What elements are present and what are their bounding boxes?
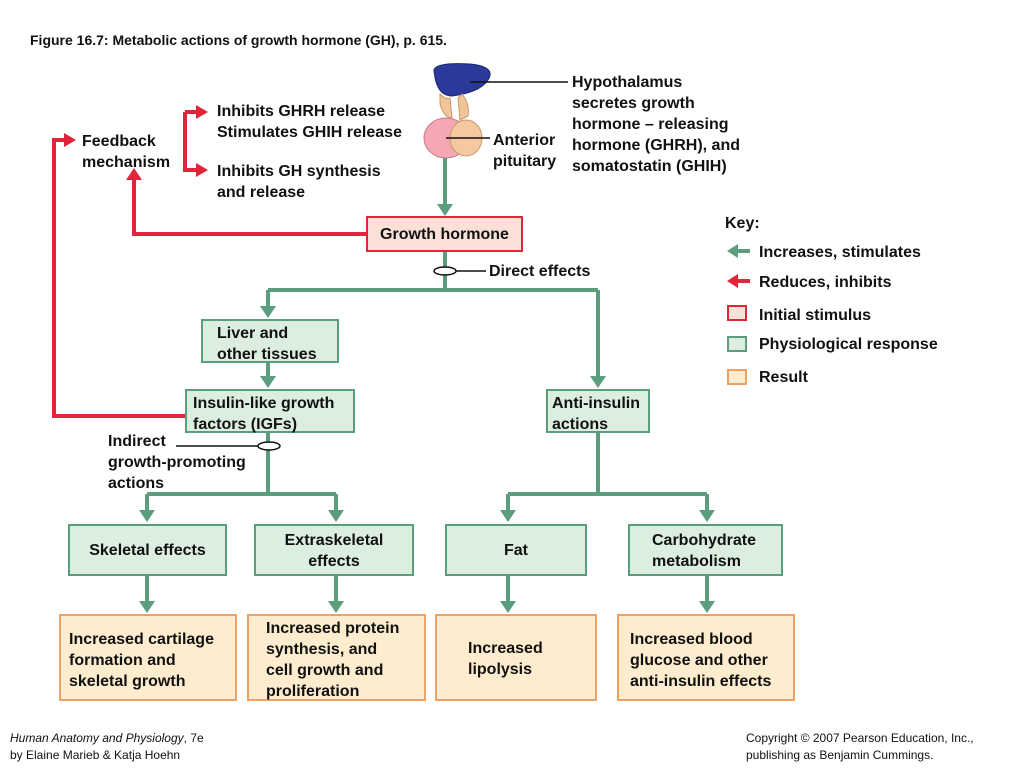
- growth-hormone-box: Growth hormone: [366, 216, 523, 252]
- key-increases-label: Increases, stimulates: [759, 244, 921, 261]
- inhibits-gh-label: Inhibits GH synthesis and release: [217, 163, 381, 201]
- glucose-result-box: Increased blood glucose and other anti-i…: [617, 614, 795, 701]
- indirect-actions-label: Indirect growth-promoting actions: [108, 433, 246, 492]
- protein-result-box: Increased protein synthesis, and cell gr…: [247, 614, 426, 701]
- hypothalamus-label: Hypothalamus secretes growth hormone – r…: [572, 74, 740, 175]
- figure-title: Figure 16.7: Metabolic actions of growth…: [30, 32, 447, 48]
- lipolysis-result-box: Increased lipolysis: [435, 614, 597, 701]
- anti-insulin-box: Anti-insulin actions: [546, 389, 650, 433]
- key-initial-label: Initial stimulus: [759, 307, 872, 324]
- footer-book: Human Anatomy and Physiology, 7e by Elai…: [10, 730, 204, 764]
- key-result-label: Result: [759, 369, 808, 386]
- footer-copyright: Copyright © 2007 Pearson Education, Inc.…: [746, 731, 974, 762]
- footer-edition: , 7e: [183, 731, 204, 745]
- pituitary-illustration: [423, 63, 491, 159]
- extraskeletal-effects-box: Extraskeletal effects: [254, 524, 414, 576]
- skeletal-effects-box: Skeletal effects: [68, 524, 227, 576]
- footer-book-title: Human Anatomy and Physiology: [10, 731, 184, 745]
- footer-authors: by Elaine Marieb & Katja Hoehn: [10, 748, 181, 762]
- inhibits-ghrh-label: Inhibits GHRH release Stimulates GHIH re…: [217, 103, 402, 141]
- feedback-label: Feedback mechanism: [82, 133, 171, 171]
- igfs-box: Insulin-like growth factors (IGFs): [185, 389, 355, 433]
- key-initial-swatch: [727, 305, 747, 321]
- fat-box: Fat: [445, 524, 587, 576]
- key-physiological-label: Physiological response: [759, 336, 938, 353]
- liver-box: Liver and other tissues: [201, 319, 339, 363]
- key-reduces-label: Reduces, inhibits: [759, 274, 892, 291]
- cartilage-result-box: Increased cartilage formation and skelet…: [59, 614, 237, 701]
- key-physiological-swatch: [727, 336, 747, 352]
- direct-effects-label: Direct effects: [489, 263, 591, 280]
- key-title: Key:: [725, 215, 760, 232]
- anterior-pituitary-label: Anterior pituitary: [493, 132, 557, 170]
- key-result-swatch: [727, 369, 747, 385]
- carbohydrate-metabolism-box: Carbohydrate metabolism: [628, 524, 783, 576]
